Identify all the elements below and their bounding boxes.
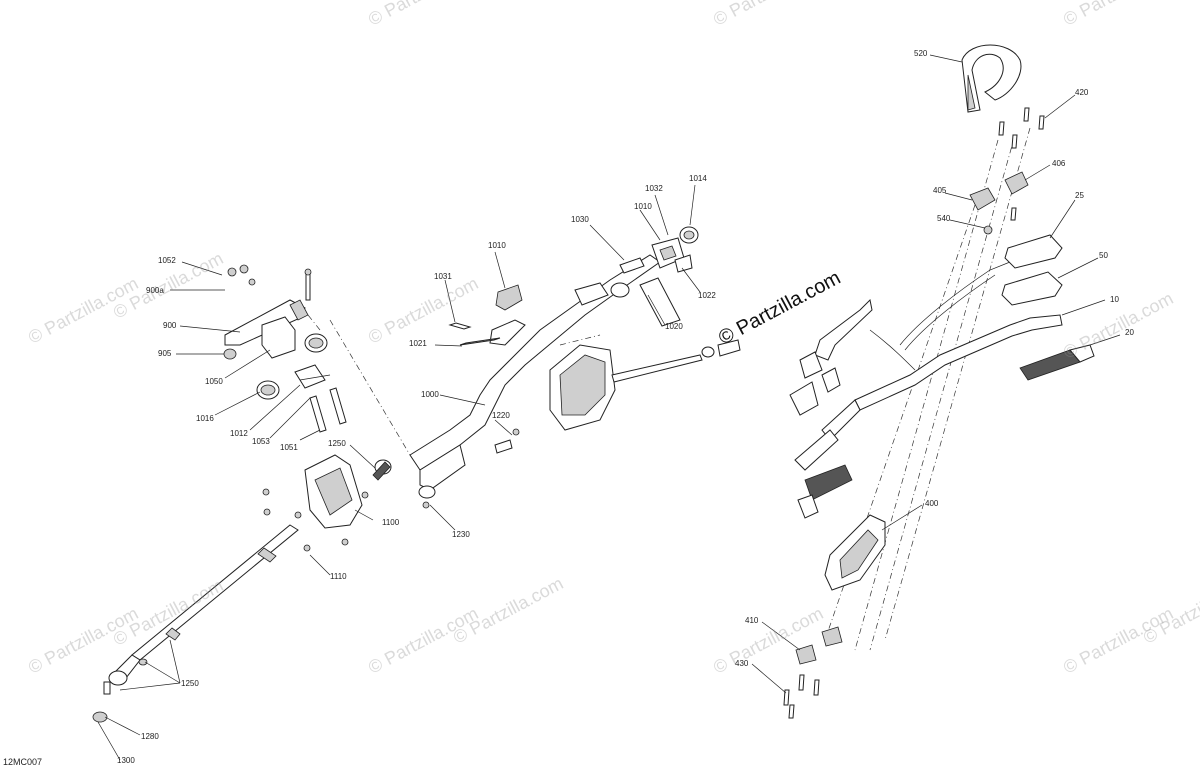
bolts-420 — [998, 107, 1045, 149]
callout-1052: 1052 — [158, 256, 176, 265]
handlebar-pad-520 — [961, 44, 1022, 113]
callout-1230: 1230 — [452, 530, 470, 539]
callout-1010: 1010 — [488, 241, 506, 250]
callout-1250: 1250 — [328, 439, 346, 448]
lever-area — [789, 298, 873, 416]
callout-405: 405 — [933, 186, 947, 195]
callout-1110: 1110 — [330, 572, 347, 581]
callout-900: 900 — [163, 321, 177, 330]
riser-400 — [824, 514, 886, 591]
bushing-1016 — [256, 380, 280, 400]
callout-430: 430 — [735, 659, 749, 668]
callout-540: 540 — [937, 214, 951, 223]
callout-905: 905 — [158, 349, 172, 358]
clamp-405-406 — [969, 171, 1029, 235]
housing — [549, 339, 741, 431]
callout-20: 20 — [1125, 328, 1134, 337]
callout-1031: 1031 — [434, 272, 452, 281]
callout-400: 400 — [925, 499, 939, 508]
clamp-block-1050 — [261, 299, 326, 389]
callout-1250-lower: 1250 — [181, 679, 199, 688]
callout-420: 420 — [1075, 88, 1089, 97]
callout-1220: 1220 — [492, 411, 510, 420]
callout-900a: 900a — [146, 286, 164, 295]
diagram-code: 12MC007 — [3, 757, 43, 767]
bracket-900 — [223, 264, 312, 360]
callout-1022: 1022 — [698, 291, 716, 300]
callout-1053: 1053 — [252, 437, 270, 446]
support-1100 — [262, 454, 392, 552]
callout-1021: 1021 — [409, 339, 427, 348]
callout-1016: 1016 — [196, 414, 214, 423]
grip-left — [797, 464, 853, 519]
callout-50: 50 — [1099, 251, 1108, 260]
callout-25: 25 — [1075, 191, 1084, 200]
callout-1050: 1050 — [205, 377, 223, 386]
callout-1014: 1014 — [689, 174, 707, 183]
bushing-1012 — [304, 333, 328, 353]
steering-arm-1000 — [409, 254, 661, 509]
callout-1300: 1300 — [117, 756, 135, 765]
callout-520: 520 — [914, 49, 928, 58]
callout-410: 410 — [745, 616, 759, 625]
bolts-1051 — [299, 374, 347, 433]
upper-bushings — [610, 226, 699, 327]
callout-1100: 1100 — [382, 518, 400, 527]
callout-1000: 1000 — [421, 390, 439, 399]
grip-25 — [1004, 234, 1063, 269]
steering-shaft-1110 — [92, 524, 299, 723]
callout-1280: 1280 — [141, 732, 159, 741]
callout-406: 406 — [1052, 159, 1066, 168]
clamp-410 — [783, 626, 843, 719]
callout-1020: 1020 — [665, 322, 683, 331]
callout-1012: 1012 — [230, 429, 248, 438]
callout-1032: 1032 — [645, 184, 663, 193]
callout-1030: 1030 — [571, 215, 589, 224]
callout-1051: 1051 — [280, 443, 298, 452]
handlebar-10 — [794, 257, 1063, 471]
callout-10: 10 — [1110, 295, 1119, 304]
grip-20 — [1019, 344, 1095, 381]
callout-1010-upper: 1010 — [634, 202, 652, 211]
grip-50 — [1001, 271, 1063, 306]
